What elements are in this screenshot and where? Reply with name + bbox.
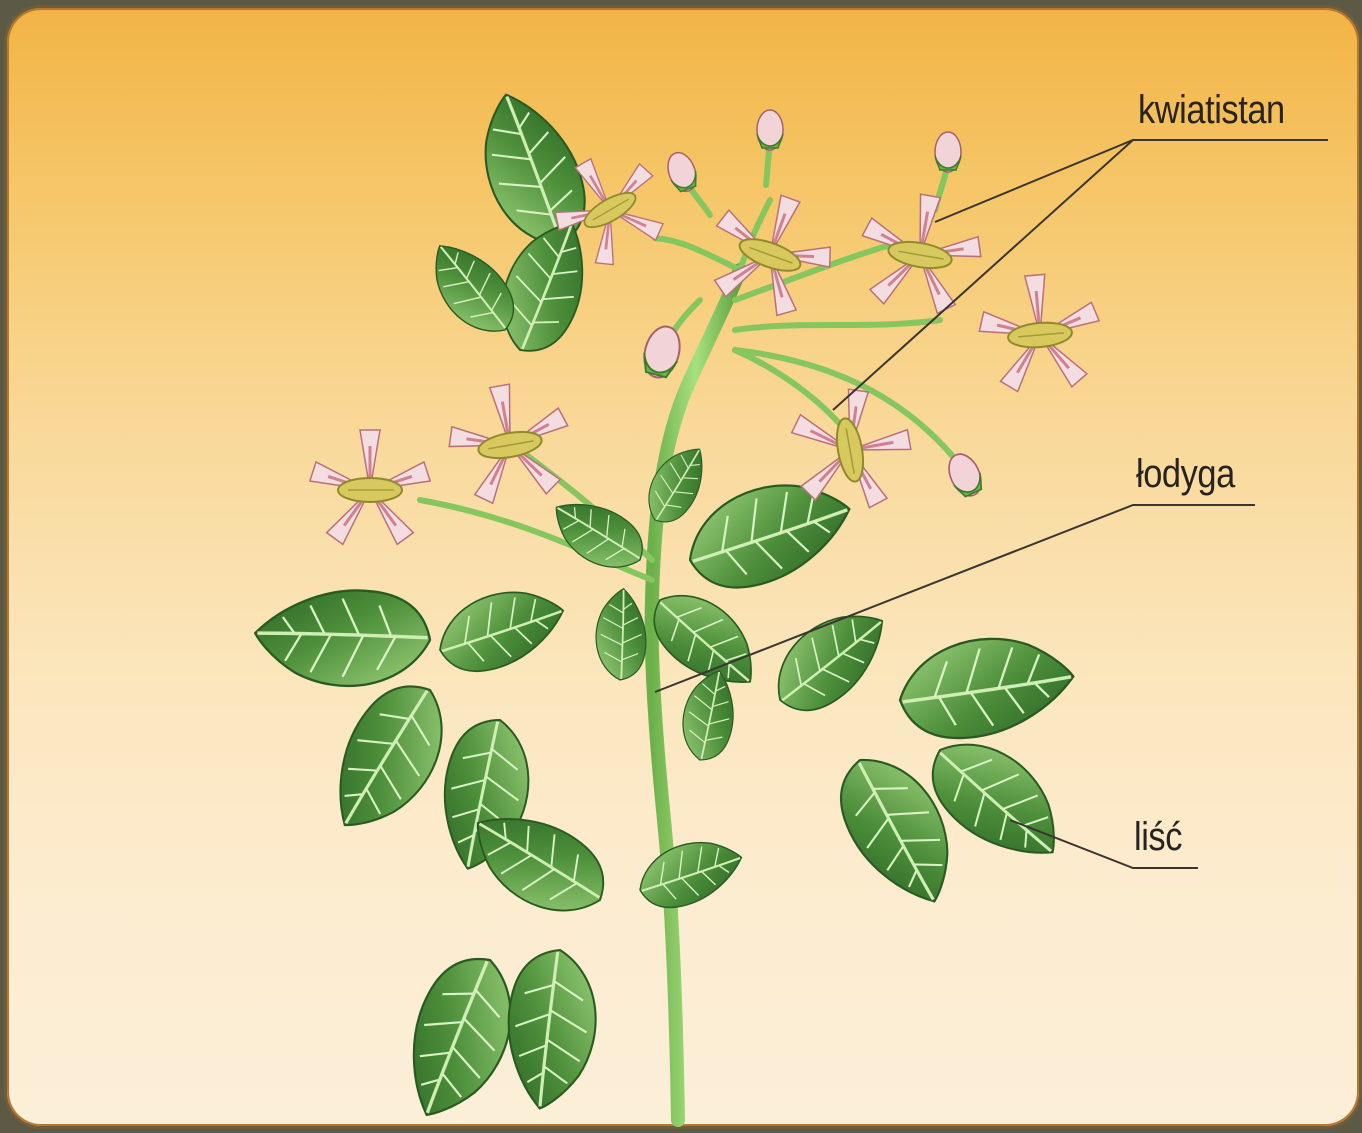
leaf-left-center (428, 574, 574, 684)
flower-7 (310, 430, 430, 544)
label-stem: łodyga (1136, 452, 1235, 497)
leaf-mid-left-small (541, 486, 654, 582)
leaf-mid-center-small (636, 437, 717, 532)
bud-1 (757, 110, 783, 150)
leaf-left-stem-pair (596, 589, 646, 680)
flower-4 (975, 270, 1105, 394)
flower-6 (440, 375, 578, 509)
leaf-left-lower-1 (311, 667, 466, 849)
label-leaf: liść (1134, 815, 1182, 860)
leader-line-inflorescence-a (935, 140, 1328, 222)
leader-line-inflorescence-b (833, 140, 1133, 410)
leaf-mid-right-1 (675, 462, 863, 605)
leaf-bottom-2 (630, 827, 750, 918)
bud-3 (935, 132, 961, 172)
bud-2 (663, 149, 701, 195)
leaf-bottom-4 (501, 946, 602, 1113)
leaf-right-mid-1 (758, 591, 902, 728)
label-inflorescence: kwiatistan (1138, 88, 1285, 133)
bud-4 (639, 323, 685, 382)
leaf-right-top (892, 624, 1081, 748)
leaf-left-top (255, 590, 430, 685)
